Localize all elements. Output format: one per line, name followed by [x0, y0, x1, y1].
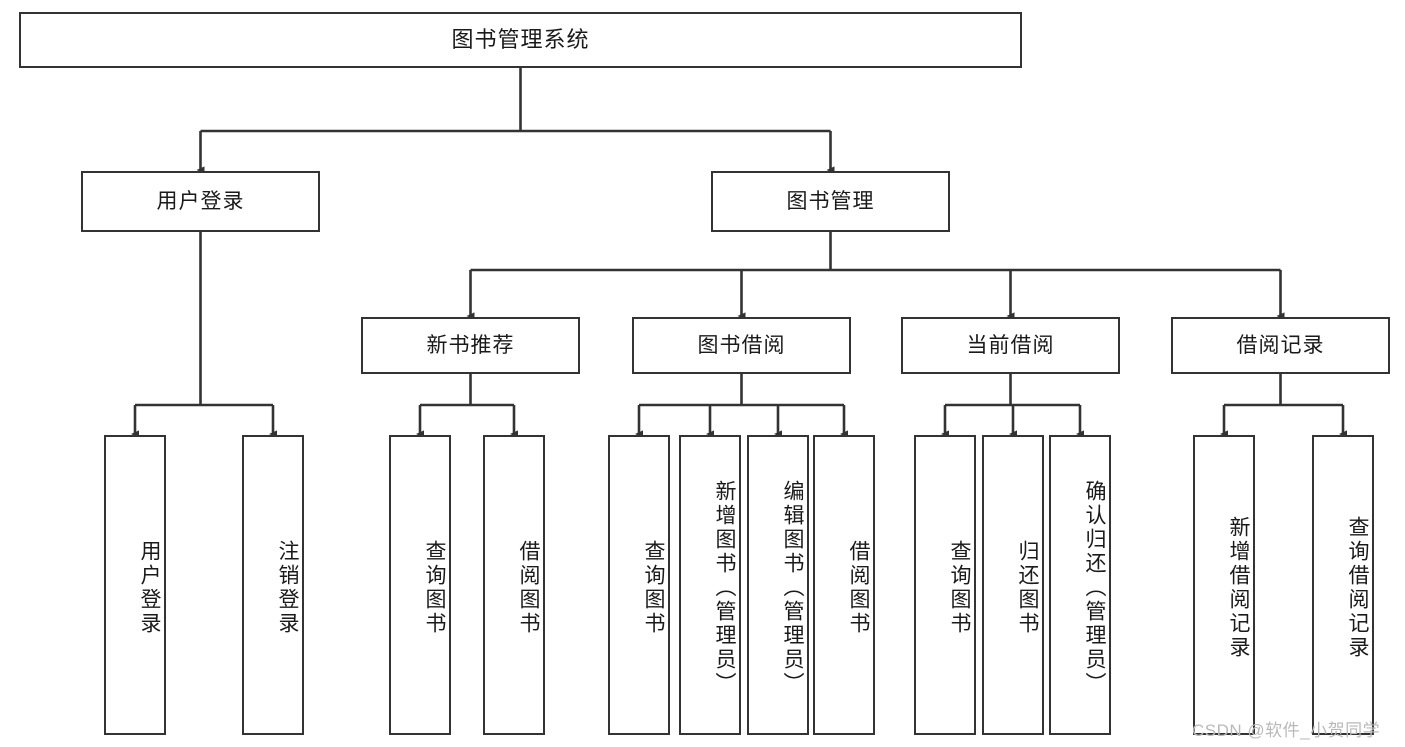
csdn-watermark: CSDN @软件_小贺同学 — [1192, 721, 1381, 740]
leaf-record-add-record[interactable]: 新增借阅记录 — [1193, 435, 1255, 735]
leaf-recommend-query-book[interactable]: 查询图书 — [389, 435, 451, 735]
leaf-current-query-book[interactable]: 查询图书 — [914, 435, 976, 735]
leaf-borrow-add-book[interactable]: 新增图书（管理员） — [679, 435, 741, 735]
leaf-recommend-borrow-book[interactable]: 借阅图书 — [483, 435, 545, 735]
node-user-login[interactable]: 用户登录 — [81, 171, 320, 232]
leaf-borrow-edit-book[interactable]: 编辑图书（管理员） — [747, 435, 809, 735]
leaf-borrow-query-book[interactable]: 查询图书 — [608, 435, 670, 735]
leaf-current-return-book[interactable]: 归还图书 — [982, 435, 1044, 735]
node-current-borrow[interactable]: 当前借阅 — [901, 317, 1120, 374]
leaf-borrow-borrow-book[interactable]: 借阅图书 — [813, 435, 875, 735]
leaf-user-logout[interactable]: 注销登录 — [242, 435, 304, 735]
leaf-user-login[interactable]: 用户登录 — [104, 435, 166, 735]
node-borrow-record[interactable]: 借阅记录 — [1171, 317, 1390, 374]
node-book-management[interactable]: 图书管理 — [711, 171, 950, 232]
node-book-borrow[interactable]: 图书借阅 — [632, 317, 851, 374]
leaf-record-query-record[interactable]: 查询借阅记录 — [1312, 435, 1374, 735]
node-root-system[interactable]: 图书管理系统 — [19, 12, 1022, 68]
node-new-book-recommend[interactable]: 新书推荐 — [361, 317, 580, 374]
leaf-current-confirm-return[interactable]: 确认归还（管理员） — [1049, 435, 1111, 735]
